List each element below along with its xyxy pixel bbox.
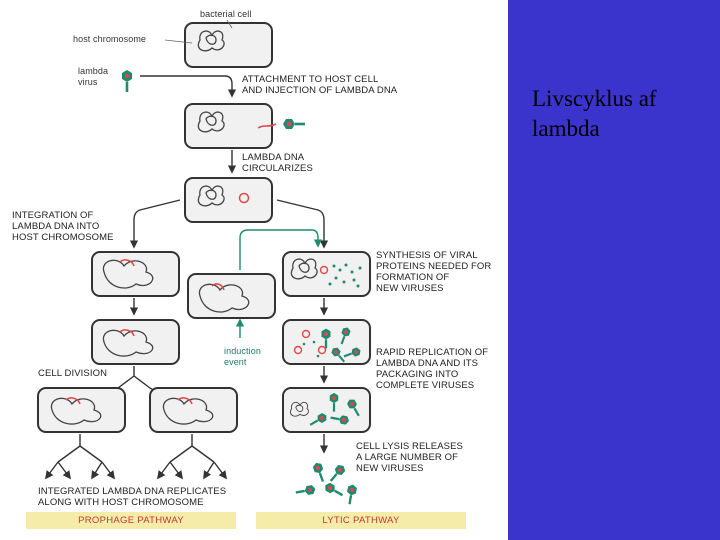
integrated-cell-icon (92, 252, 179, 296)
host-chromosome-label: host chromosome (73, 34, 146, 45)
slide-title: Livscyklus af lambda (532, 84, 712, 144)
bacterial-cell-icon (185, 23, 272, 67)
circularizes-label: LAMBDA DNA CIRCULARIZES (242, 152, 313, 174)
cell-division-label: CELL DIVISION (38, 368, 107, 379)
synthesis-cell-icon (283, 252, 370, 296)
daughter-cell-left-icon (38, 388, 125, 432)
rapid-replication-label: RAPID REPLICATION OF LAMBDA DNA AND ITS … (376, 347, 488, 391)
daughter-cell-right-icon (150, 388, 237, 432)
packed-viruses-cell-icon (283, 388, 370, 432)
prophage-host-cell-icon (92, 320, 179, 364)
infected-cell-icon (185, 104, 305, 148)
circularized-cell-icon (185, 178, 272, 222)
lambda-life-cycle-figure: bacterial cell host chromosome lambda vi… (0, 0, 508, 540)
title-panel: Livscyklus af lambda (508, 0, 720, 540)
lysis-label: CELL LYSIS RELEASES A LARGE NUMBER OF NE… (356, 441, 463, 474)
bacterial-cell-label: bacterial cell (200, 9, 251, 20)
lambda-virus-label: lambda virus (78, 66, 108, 88)
lytic-pathway-band: LYTIC PATHWAY (256, 512, 466, 529)
lambda-virus-icon (122, 70, 132, 92)
integrated-replicates-label: INTEGRATED LAMBDA DNA REPLICATES ALONG W… (38, 486, 226, 508)
prophage-cell-icon (188, 274, 275, 318)
replication-cell-icon (283, 320, 370, 364)
attachment-label: ATTACHMENT TO HOST CELL AND INJECTION OF… (242, 74, 397, 96)
released-viruses-icon (295, 461, 357, 505)
synthesis-label: SYNTHESIS OF VIRAL PROTEINS NEEDED FOR F… (376, 250, 491, 294)
induction-event-label: induction event (224, 346, 261, 368)
integration-label: INTEGRATION OF LAMBDA DNA INTO HOST CHRO… (12, 210, 114, 243)
prophage-pathway-band: PROPHAGE PATHWAY (26, 512, 236, 529)
